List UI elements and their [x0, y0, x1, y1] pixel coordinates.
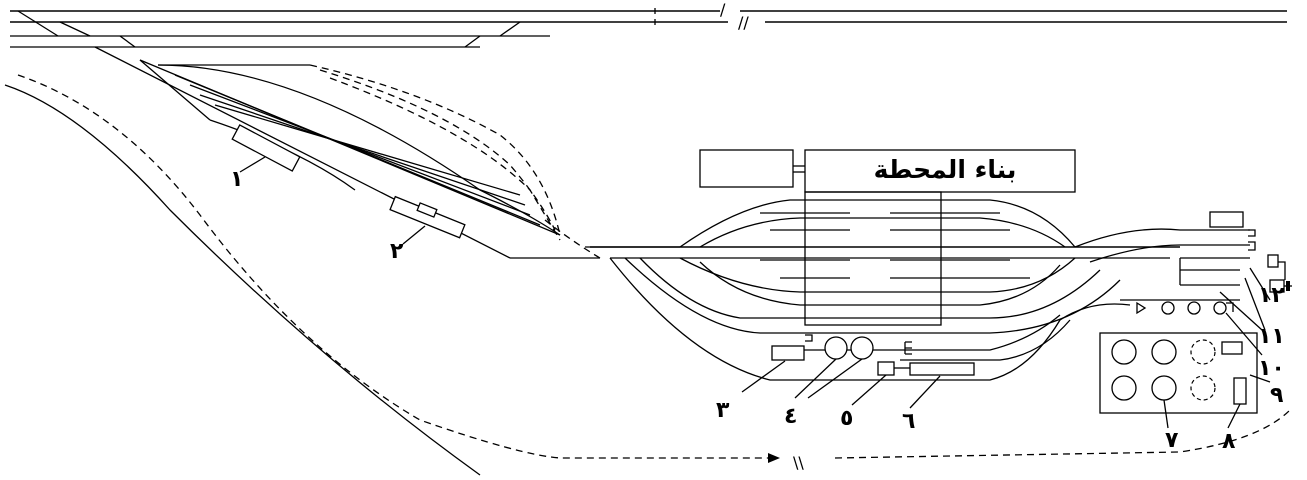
station-building-box	[804, 149, 1076, 193]
depot-office	[1221, 341, 1243, 355]
leader-1	[239, 156, 266, 173]
label-7: ٧	[1165, 428, 1179, 453]
label-8: ٨	[1222, 429, 1236, 454]
label-6: ٦	[902, 409, 915, 434]
platform-canopy	[804, 191, 942, 326]
leader-2	[402, 225, 426, 245]
leader-9	[1249, 374, 1271, 383]
platform-1	[231, 124, 301, 172]
facility-3	[771, 345, 805, 361]
facility-4a	[824, 336, 848, 360]
station-building-label: بناء المحطة	[874, 155, 1017, 184]
single-slash-mark: /	[720, 0, 726, 19]
direction-arrow	[768, 453, 780, 463]
tank	[1161, 301, 1175, 315]
depot-tank	[1151, 339, 1177, 365]
label-12: ١٢	[1258, 283, 1285, 308]
double-slash-mark: //	[738, 13, 749, 32]
station-tracks	[590, 199, 1250, 381]
label-2: ٢	[390, 239, 404, 264]
tank	[1187, 301, 1201, 315]
right-small-building	[1209, 211, 1244, 228]
label-10: ١٠	[1258, 356, 1285, 381]
depot-tank	[1111, 375, 1137, 401]
depot-tank-planned	[1190, 339, 1216, 365]
label-5: ٥	[840, 406, 853, 431]
tank	[1213, 301, 1227, 315]
leader-11b	[1219, 291, 1263, 331]
route-break-mark: \\	[793, 453, 804, 472]
annex-building	[699, 149, 794, 188]
facility-4b	[850, 336, 874, 360]
tank-row	[1136, 301, 1234, 315]
station-building: بناء المحطة	[699, 149, 1076, 326]
signal-box	[1267, 254, 1279, 268]
left-approach-tracks	[94, 46, 680, 259]
depot-tank	[1151, 375, 1177, 401]
depot-tank	[1111, 339, 1137, 365]
leader-12	[1249, 267, 1271, 301]
platform-2-shelter	[416, 202, 438, 218]
leader-10	[1225, 312, 1263, 356]
label-9: ٩	[1270, 383, 1283, 408]
left-platforms: ١ ٢	[230, 124, 466, 264]
leader-8	[1227, 403, 1241, 429]
route-curves: \\	[4, 74, 1291, 476]
depot-pump	[1233, 377, 1247, 405]
label-1: ١	[230, 167, 243, 192]
platform-2	[389, 195, 466, 239]
yard-facilities: ٣ ٤ ٥ ٦	[716, 334, 975, 434]
label-11: ١١	[1258, 324, 1285, 349]
facility-6	[909, 362, 975, 376]
right-facilities: ٧ ٨ ٩ ١٠ ١١ ١٢	[1099, 211, 1292, 454]
leader-11	[1244, 277, 1266, 331]
facility-5	[877, 361, 895, 376]
label-4: ٤	[784, 404, 797, 429]
leader-7	[1163, 399, 1169, 429]
depot-tank-planned	[1190, 375, 1216, 401]
main-lines: / //	[10, 0, 1287, 48]
label-3: ٣	[716, 398, 730, 423]
